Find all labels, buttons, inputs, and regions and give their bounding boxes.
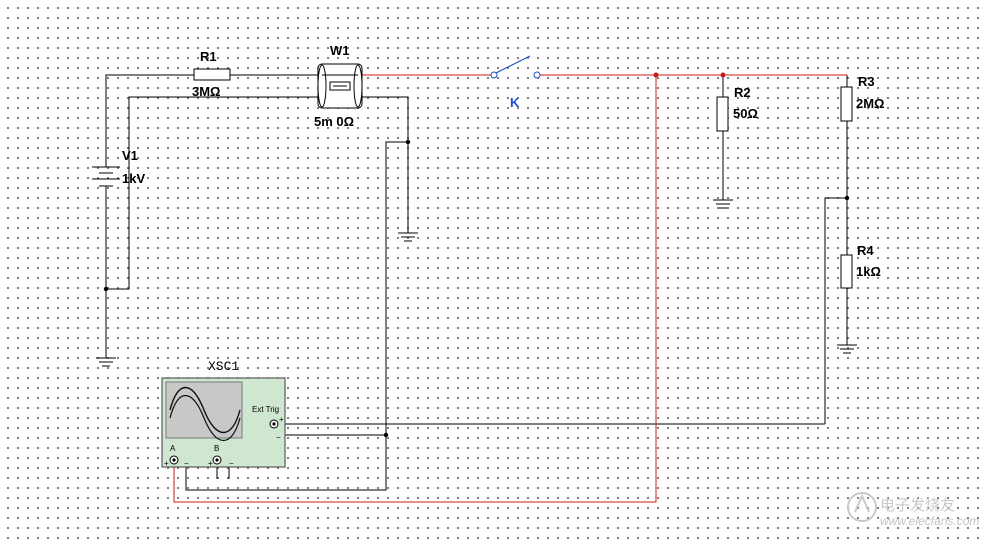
r2-value: 50Ω (733, 106, 758, 121)
junction-dot-red (720, 72, 726, 78)
wire-channel-a[interactable] (173, 75, 657, 503)
ext-trig-minus: − (276, 433, 281, 442)
r2-label: R2 (734, 85, 751, 100)
switch-k[interactable]: K (490, 55, 541, 110)
watermark-brand: 电子发烧友 (880, 496, 955, 514)
junctions (103, 72, 850, 438)
oscilloscope-xsc1[interactable]: XSC1 Ext Trig + − A + − B + − (161, 359, 286, 468)
waveform-a (169, 387, 241, 433)
battery-v1[interactable]: V1 1kV (92, 148, 145, 187)
watermark: 电子发烧友 www.elecfans.com (847, 492, 979, 528)
wire-v1-top-to-r1[interactable] (105, 74, 194, 167)
junction-dot (405, 139, 411, 145)
watermark-logo-icon (847, 492, 877, 522)
v1-label: V1 (122, 148, 138, 163)
resistor-r3[interactable]: R3 2MΩ (840, 74, 884, 122)
channel-a-label: A (170, 444, 176, 453)
wires-red (173, 74, 847, 503)
resistor-r4[interactable]: R4 1kΩ (840, 243, 881, 289)
transmission-line-w1[interactable]: W1 5m 0Ω (314, 43, 363, 129)
wire-scope-gnd[interactable] (185, 141, 408, 491)
channel-a-plus: + (164, 459, 169, 468)
ground-r4 (837, 344, 857, 354)
r3-value: 2MΩ (856, 96, 884, 111)
junction-dot (844, 195, 850, 201)
channel-b-label: B (214, 444, 219, 453)
waveform-b (169, 395, 241, 441)
r4-value: 1kΩ (856, 264, 881, 279)
wire-r3-r4-node[interactable] (824, 197, 847, 424)
ext-trig-plus: + (279, 415, 284, 424)
channel-b-plus: + (208, 459, 213, 468)
resistor-r1[interactable]: R1 3MΩ (192, 49, 231, 99)
resistor-r2[interactable]: R2 50Ω (716, 85, 758, 132)
ext-trig-label: Ext Trig (252, 405, 279, 414)
w1-value: 5m 0Ω (314, 114, 354, 129)
w1-label: W1 (330, 43, 350, 58)
channel-a-minus: − (184, 459, 189, 468)
ground-w1-shield (398, 232, 418, 242)
r1-value: 3MΩ (192, 84, 220, 99)
r4-label: R4 (857, 243, 874, 258)
wire-w1-shield[interactable] (362, 96, 409, 233)
scope-label: XSC1 (208, 359, 239, 374)
channel-b-minus: − (229, 459, 234, 468)
junction-dot (383, 432, 389, 438)
ground-v1 (96, 357, 116, 367)
k-label: K (510, 95, 520, 110)
wire-w1-return[interactable] (106, 96, 318, 290)
ground-r2 (713, 199, 733, 209)
junction-dot-red (653, 72, 659, 78)
v1-value: 1kV (122, 171, 145, 186)
r3-label: R3 (858, 74, 875, 89)
junction-dot (103, 286, 109, 292)
wires-black (105, 74, 848, 491)
watermark-site: www.elecfans.com (880, 514, 979, 528)
r1-label: R1 (200, 49, 217, 64)
